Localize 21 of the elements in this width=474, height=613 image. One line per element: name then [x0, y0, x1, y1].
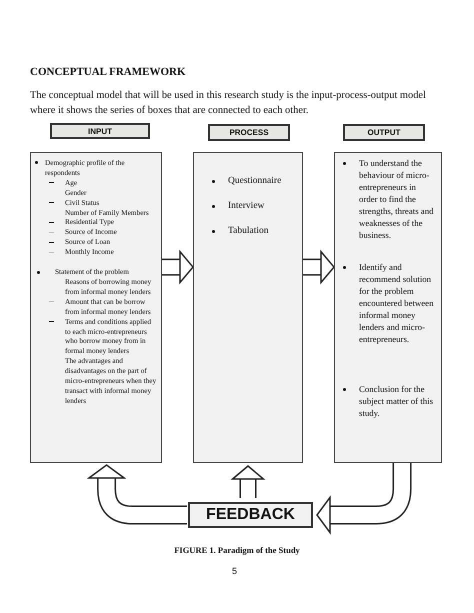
- process-header: [208, 124, 290, 141]
- section-heading: CONCEPTUAL FRAMEWORK: [30, 66, 186, 78]
- intro-paragraph: The conceptual model that will be used in this research study is the input-process-output model where it shows the series of boxes that are connected to each other.: [30, 89, 427, 118]
- output-header: [343, 124, 425, 141]
- figure-caption: FIGURE 1. Paradigm of the Study: [174, 545, 300, 555]
- list-item-text: Questionnaire: [228, 176, 282, 186]
- input-box: [30, 152, 162, 463]
- list-item-text: Tabulation: [228, 226, 268, 236]
- page-number: 5: [232, 566, 238, 576]
- node-title: FEEDBACK: [206, 506, 295, 524]
- output-box: [334, 152, 442, 463]
- list-item-text: Interview: [228, 201, 264, 211]
- process-box: [193, 152, 303, 463]
- node-title: OUTPUT: [368, 128, 400, 137]
- node-title: INPUT: [88, 126, 112, 136]
- feedback-box: [188, 502, 313, 528]
- list-item-text: To understand the behaviour of micro-entrepreneurs in order to find the strengths, threats and weaknesses of the business.: [359, 158, 434, 240]
- input-header: [50, 123, 150, 139]
- list-item-text: Identify and recommend solution for the problem encountered between informal money lenders and micro-entrepreneurs.: [359, 262, 434, 344]
- list-item-text: Conclusion for the subject matter of this study.: [359, 384, 434, 418]
- node-title: PROCESS: [229, 128, 269, 137]
